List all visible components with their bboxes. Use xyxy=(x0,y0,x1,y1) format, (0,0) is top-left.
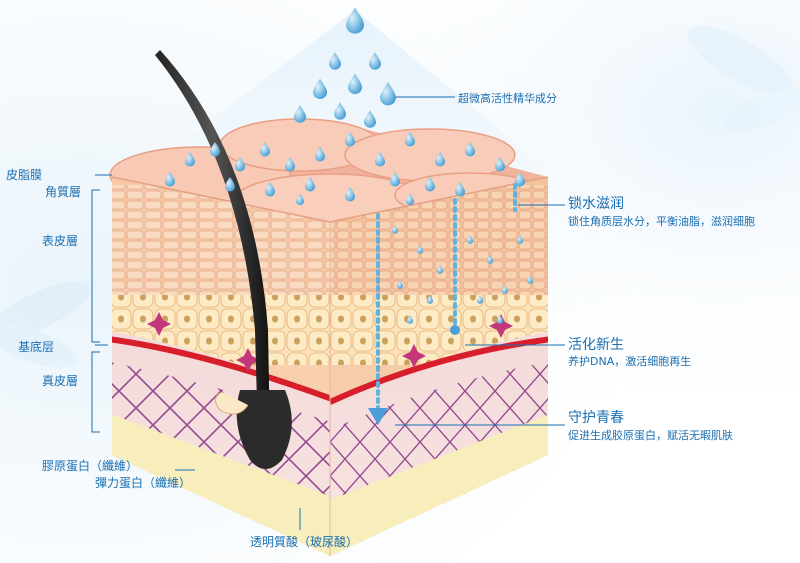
benefit-title-renewal: 活化新生 xyxy=(568,337,624,353)
water-droplet-icon xyxy=(417,245,423,254)
water-droplet-icon xyxy=(345,132,355,147)
water-droplet-icon xyxy=(165,172,175,187)
label-elastin: 彈力蛋白（纖維） xyxy=(95,476,192,490)
water-droplet-icon xyxy=(427,295,433,304)
water-droplet-icon xyxy=(346,7,364,34)
water-droplet-icon xyxy=(345,187,355,202)
water-droplet-icon xyxy=(296,193,304,206)
water-droplet-icon xyxy=(437,265,443,274)
water-droplet-icon xyxy=(329,52,341,70)
label-basal-layer: 基底层 xyxy=(18,340,55,354)
water-droplet-icon xyxy=(517,235,523,244)
water-droplet-icon xyxy=(265,182,275,197)
hair-follicle-icon xyxy=(236,390,292,469)
benefit-title-youth: 守护青春 xyxy=(568,410,624,426)
water-droplet-icon xyxy=(407,315,413,324)
benefit-desc-moisture: 锁住角质层水分，平衡油脂，滋润细胞 xyxy=(568,215,755,228)
water-droplet-icon xyxy=(313,78,327,100)
water-droplet-icon xyxy=(334,102,346,120)
water-droplet-icon xyxy=(294,105,306,123)
water-droplet-icon xyxy=(467,235,473,244)
label-hyaluronic-acid: 透明質酸（玻尿酸） xyxy=(250,535,359,549)
benefit-desc-renewal: 养护DNA，激活细胞再生 xyxy=(568,355,692,368)
callout-lines xyxy=(91,96,565,530)
label-stratum-corneum: 角質層 xyxy=(45,185,82,199)
label-active-ingredient: 超微高活性精华成分 xyxy=(458,92,557,105)
water-droplet-icon xyxy=(465,142,475,157)
label-collagen: 膠原蛋白（纖維） xyxy=(42,459,139,473)
label-dermis: 真皮層 xyxy=(42,374,79,388)
water-droplet-icon xyxy=(392,225,398,234)
water-droplet-icon xyxy=(315,147,325,162)
water-droplet-icon xyxy=(425,177,435,192)
label-epidermis: 表皮層 xyxy=(42,234,79,248)
water-droplet-icon xyxy=(527,275,533,284)
water-droplet-icon xyxy=(515,172,525,187)
water-droplet-icon xyxy=(406,193,414,206)
water-droplet-icon xyxy=(210,142,220,157)
water-droplet-icon xyxy=(477,295,483,304)
water-droplet-icon xyxy=(364,110,376,128)
water-droplet-icon xyxy=(390,172,400,187)
benefit-title-moisture: 锁水滋润 xyxy=(568,196,624,212)
benefit-desc-youth: 促进生成胶原蛋白，赋活无暇肌肤 xyxy=(568,429,733,442)
water-droplet-icon xyxy=(375,152,385,167)
water-droplet-icon xyxy=(369,52,381,70)
skin-cell-icon xyxy=(147,312,513,372)
water-droplet-icon xyxy=(487,255,493,264)
water-droplet-icon xyxy=(260,142,270,157)
water-droplet-icon xyxy=(455,182,465,197)
water-droplet-icon xyxy=(348,73,362,95)
decorative-petals xyxy=(0,25,800,368)
water-droplet-icon xyxy=(285,157,295,172)
water-droplet-icon xyxy=(502,285,508,294)
water-droplet-icon xyxy=(380,82,396,106)
water-droplet-icon xyxy=(185,152,195,167)
water-droplet-icon xyxy=(165,7,533,324)
water-droplet-icon xyxy=(235,157,245,172)
water-droplet-icon xyxy=(397,280,403,289)
water-droplet-icon xyxy=(305,177,315,192)
water-droplet-icon xyxy=(225,177,235,192)
water-droplet-icon xyxy=(405,132,415,147)
label-sebum-film: 皮脂膜 xyxy=(6,168,43,182)
penetration-channels xyxy=(376,183,517,412)
water-droplet-icon xyxy=(435,152,445,167)
arrow-down-icon xyxy=(368,408,388,425)
water-droplet-icon xyxy=(495,157,505,172)
water-droplet-icon xyxy=(497,315,503,324)
